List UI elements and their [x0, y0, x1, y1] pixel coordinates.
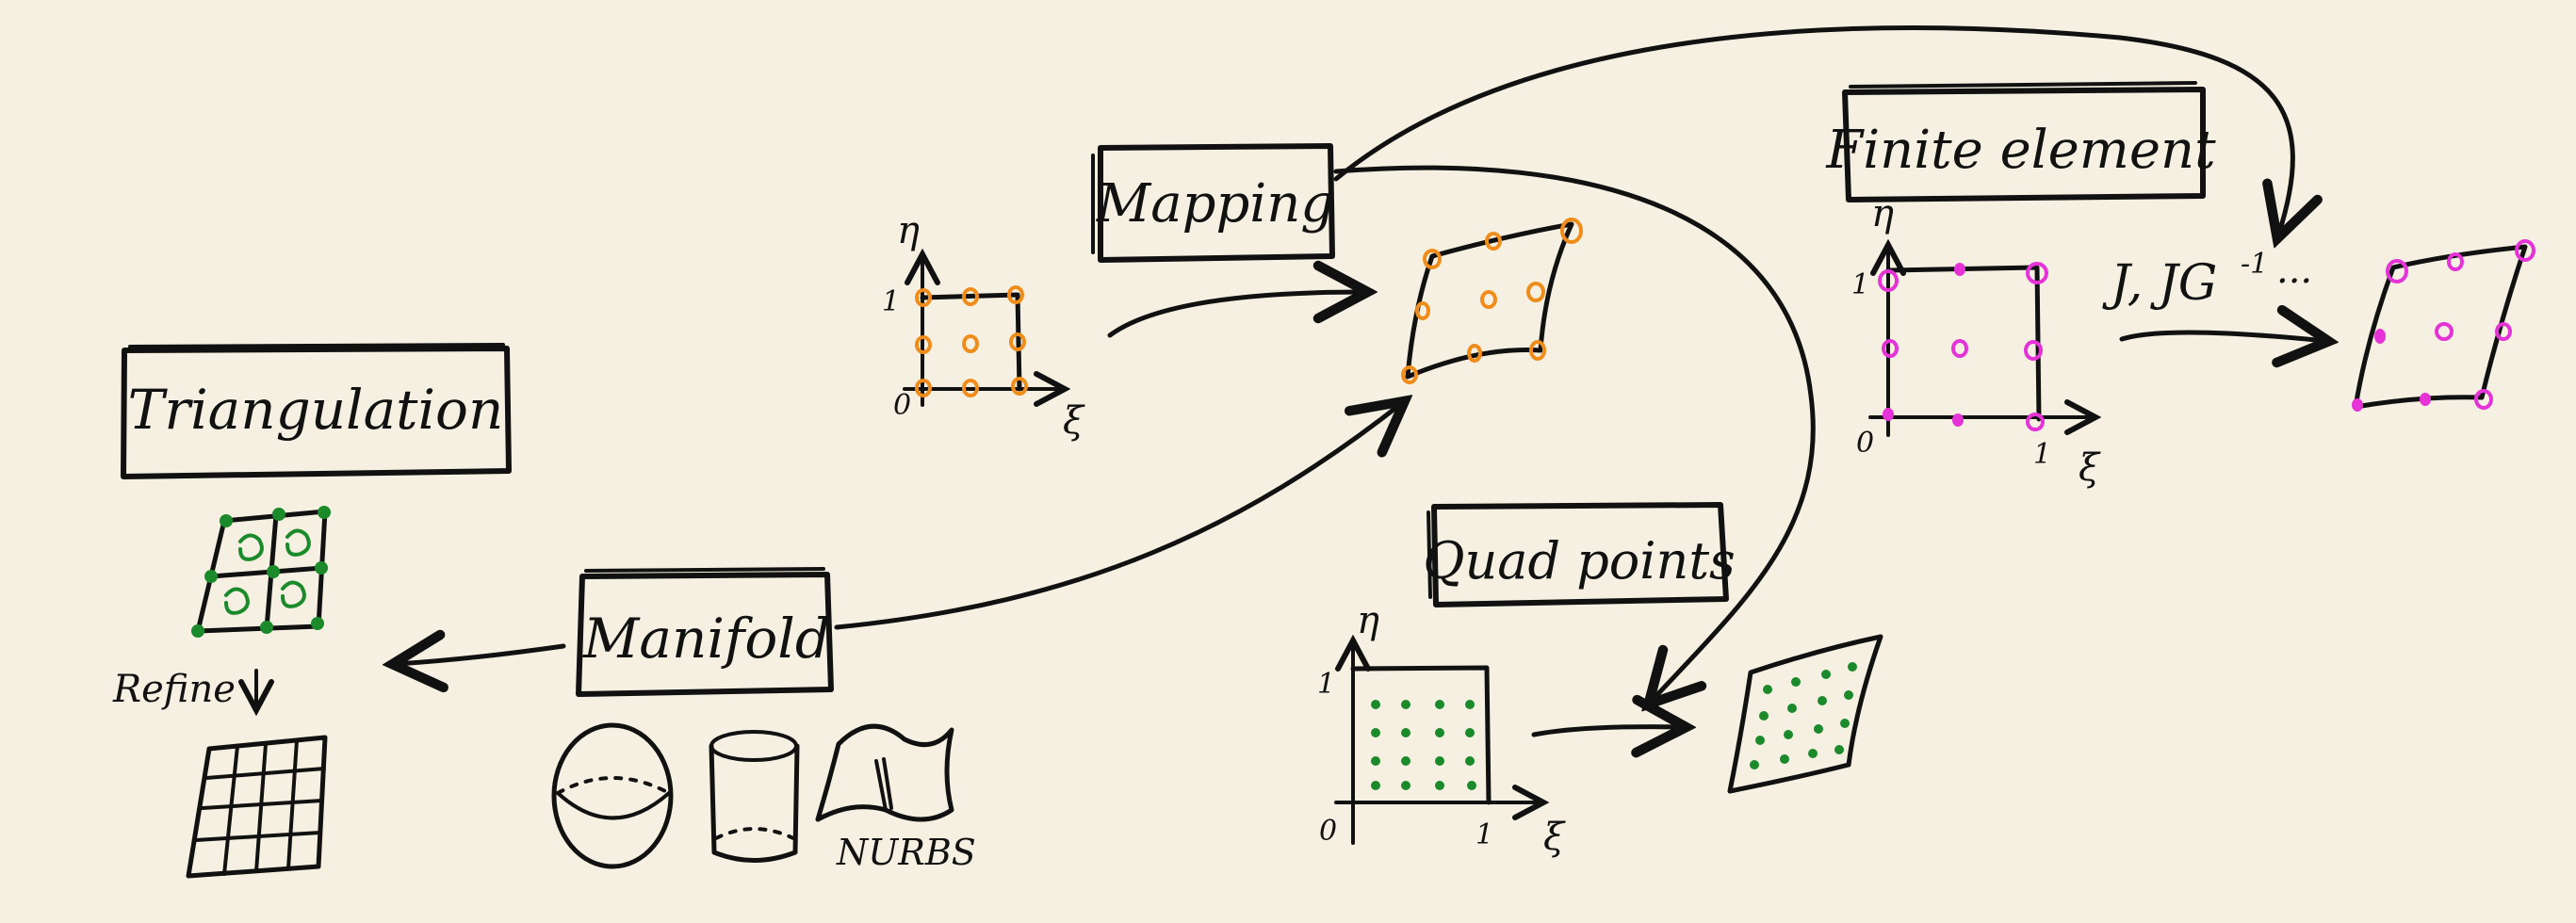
manifold-box	[576, 572, 834, 697]
arrow-manifold-to-mapping	[834, 403, 1402, 630]
jacobian-annotation: J, JG -1 ...	[2102, 248, 2312, 312]
finite-element-box	[1842, 87, 2206, 202]
quad-zero-label: 0	[1319, 815, 1337, 848]
quad-points-node: Quad points	[1423, 502, 1736, 607]
fe-eta-label: η	[1871, 192, 1894, 235]
quad-one-x-label: 1	[1475, 818, 1493, 851]
jacobian-superscript: -1	[2241, 248, 2268, 281]
finite-element-label: Finite element	[1825, 120, 2216, 181]
finite-element-node: Finite element	[1825, 81, 2216, 202]
arrow-reference-to-fe-mapped	[2119, 332, 2325, 341]
quad-points-reference	[1371, 700, 1476, 790]
arrow-reference-to-mapped	[1107, 292, 1364, 338]
mapping-zero-label: 0	[893, 389, 911, 422]
refine-label: Refine	[112, 668, 236, 711]
refined-mesh	[186, 735, 328, 879]
sphere-shape	[551, 722, 674, 869]
fe-xi-label: ξ	[2079, 446, 2101, 490]
mapping-eta-label: η	[897, 209, 920, 252]
triangulation-label: Triangulation	[128, 378, 504, 442]
arrow-mapping-to-jacobian	[1333, 25, 2292, 235]
mapping-physical-element	[1401, 218, 1583, 384]
jacobian-label: J, JG	[2102, 255, 2217, 312]
triangulation-node: Triangulation	[121, 343, 512, 479]
fe-reference-element: η ξ 1 0 1	[1851, 192, 2101, 490]
quad-points-box	[1431, 502, 1729, 607]
jacobian-ellipsis: ...	[2276, 249, 2312, 292]
quad-points-mapped	[1750, 662, 1857, 769]
arrow-mapping-to-quad-mapped	[1333, 165, 1816, 702]
quad-physical-element	[1727, 634, 1883, 794]
quad-reference-element: η ξ 1 0 1	[1317, 599, 1566, 859]
fe-zero-label: 0	[1856, 427, 1874, 460]
quad-xi-label: ξ	[1543, 816, 1566, 859]
manifold-node: Manifold	[576, 567, 834, 697]
triangulation-box	[121, 346, 512, 479]
fe-one-y-label: 1	[1851, 268, 1869, 301]
nurbs-shape	[815, 723, 954, 822]
quad-eta-label: η	[1357, 599, 1379, 642]
triangulation-mesh-cells	[191, 506, 331, 638]
cylinder-shape	[709, 730, 800, 863]
arrow-quad-reference-to-mapped	[1531, 727, 1683, 735]
fe-physical-element	[2352, 239, 2535, 412]
mapping-box	[1098, 143, 1335, 263]
nurbs-label: NURBS	[836, 832, 976, 873]
quad-points-label: Quad points	[1423, 531, 1736, 591]
arrow-manifold-to-triangulation	[396, 646, 566, 664]
fe-one-x-label: 1	[2033, 438, 2051, 471]
refine-annotation: Refine	[112, 668, 256, 711]
mapping-one-label: 1	[882, 285, 900, 318]
mapping-xi-label: ξ	[1063, 399, 1085, 443]
manifold-shapes: NURBS	[551, 722, 976, 873]
mapping-reference-element: η ξ 1 0	[882, 209, 1085, 443]
mapping-node: Mapping	[1091, 143, 1335, 263]
manifold-label: Manifold	[582, 607, 830, 671]
mapping-label: Mapping	[1096, 173, 1334, 235]
quad-one-y-label: 1	[1317, 668, 1335, 701]
